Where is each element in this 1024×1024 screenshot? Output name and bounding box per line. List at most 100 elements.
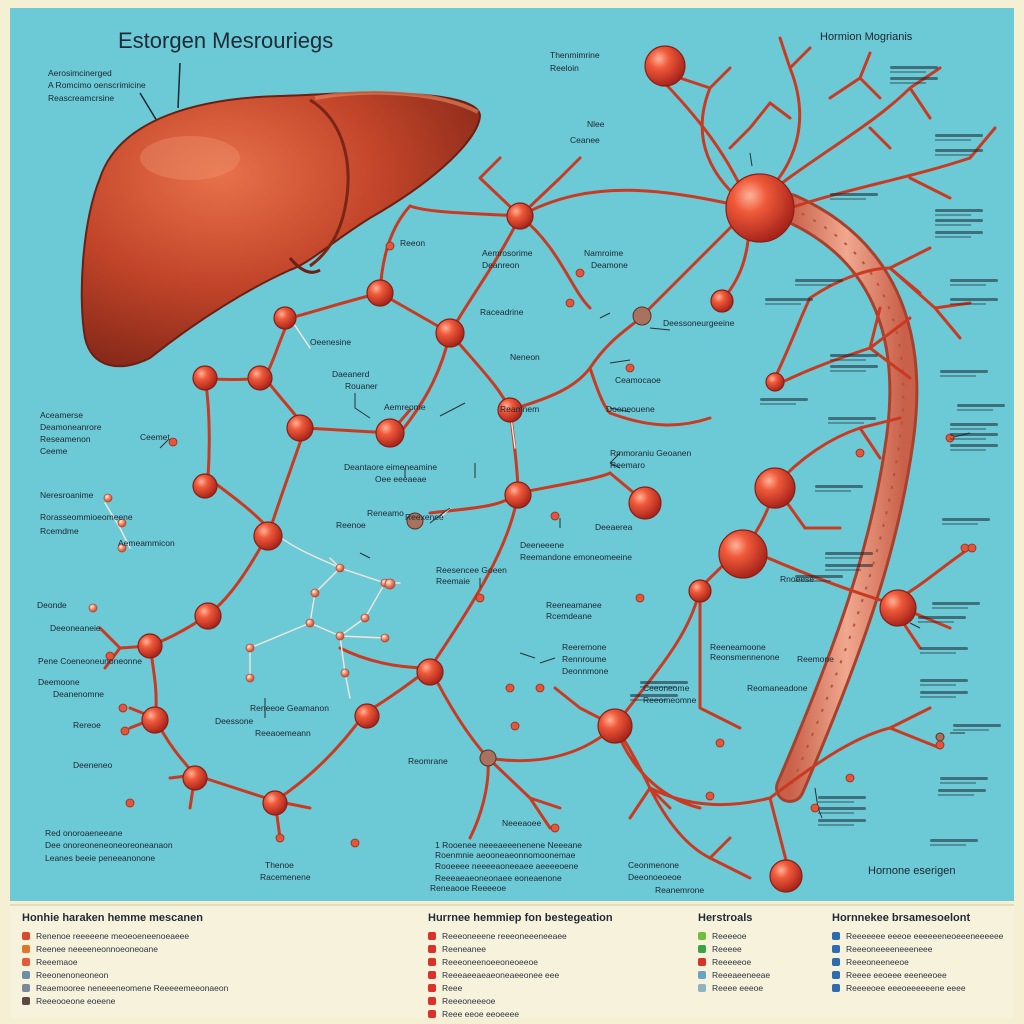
node-label: Dee onoreoneneoneoreoneanaon xyxy=(45,840,173,850)
node-label: Reonsmennenone xyxy=(710,652,780,662)
legend-swatch-icon xyxy=(832,931,840,940)
legend-item: Reeeoneenoeeoneoeeoe xyxy=(428,955,613,968)
legend-heading: Herstroals xyxy=(698,912,753,924)
illegible-label-mark xyxy=(818,812,854,814)
legend-item-label: Reeeoneeeoe xyxy=(442,995,496,1006)
node-label: Neresroanime xyxy=(40,490,94,500)
legend-item: Reee eeoe eeoeeee xyxy=(428,1007,613,1020)
node-label: Ceeme xyxy=(40,446,68,456)
node-label: Reeaoemeann xyxy=(255,728,311,738)
node-layer xyxy=(88,45,977,893)
vessel-node xyxy=(550,511,560,521)
node-label: Deeneneo xyxy=(73,760,113,770)
illegible-label-mark xyxy=(950,449,986,451)
vessel-node xyxy=(375,418,405,448)
vessel-node xyxy=(192,365,218,391)
vessel-node xyxy=(286,414,314,442)
node-label: Thenoe xyxy=(265,860,294,870)
illegible-label-mark xyxy=(765,298,813,301)
legend-item: Reeeeeoe xyxy=(698,955,770,968)
vessel-node xyxy=(380,633,390,643)
vessel-node xyxy=(769,859,803,893)
legend-item-label: Reeeee xyxy=(712,943,742,954)
illegible-label-mark xyxy=(935,209,983,212)
vessel-node xyxy=(247,365,273,391)
vessel-node xyxy=(416,658,444,686)
node-label: Rorasseommioeomeene xyxy=(40,512,133,522)
legend-item-label: Reeeoneeeeneeeneee xyxy=(846,943,933,954)
legend-item: Reeeoneeneeoe xyxy=(832,955,1003,968)
node-label: Deamone xyxy=(591,260,628,270)
node-label: Reesencee Goeen xyxy=(436,565,507,575)
vessel-node xyxy=(754,467,796,509)
node-label: Deanreon xyxy=(482,260,520,270)
node-label: Ceamocaoe xyxy=(615,375,661,385)
illegible-label-mark xyxy=(950,284,986,286)
vessel-node xyxy=(597,708,633,744)
vessel-node xyxy=(103,493,113,503)
illegible-label-mark xyxy=(950,303,986,305)
node-label: Leanes beeie peneeanonone xyxy=(45,853,155,863)
legend-item: Reeonenoneoneon xyxy=(22,968,228,981)
junction-node xyxy=(479,749,497,767)
legend-swatch-icon xyxy=(698,957,706,966)
node-label: Reomaneadone xyxy=(747,683,808,693)
legend-item-label: Reeeeeee eeeoe eeeeeeneoeeeneeeeee xyxy=(846,930,1004,941)
vessel-node xyxy=(262,790,288,816)
leader-lines xyxy=(159,152,971,819)
legend-swatch-icon xyxy=(698,931,706,940)
legend-item: Reeee eeeoe xyxy=(698,981,770,994)
vessel-node xyxy=(506,202,534,230)
legend-item-label: Renenoe reeeeene meoeoeneenoeaeee xyxy=(36,930,190,941)
vessel-node xyxy=(105,651,115,661)
vessel-node xyxy=(168,437,178,447)
node-label: Aemeammicon xyxy=(118,538,175,548)
vessel-node xyxy=(360,613,370,623)
node-label: Reseamenon xyxy=(40,434,91,444)
illegible-label-mark xyxy=(918,616,966,619)
illegible-label-mark xyxy=(930,839,978,842)
vessel-node xyxy=(635,593,645,603)
illegible-label-mark xyxy=(920,691,968,694)
node-label: Rennroume xyxy=(562,654,607,664)
illegible-label-mark xyxy=(830,365,878,368)
lattice-lines xyxy=(104,317,516,699)
vessel-node xyxy=(366,279,394,307)
node-label: Aerosimcinerged xyxy=(48,68,112,78)
legend-item-label: Reeee eeoeee eeeneeoee xyxy=(846,969,947,980)
junction-node xyxy=(632,306,652,326)
node-label: 1 Rooenee neeeaeeenenene Neeeane xyxy=(435,840,582,850)
illegible-label-mark xyxy=(920,679,968,682)
legend-swatch-icon xyxy=(428,957,436,966)
node-label: Ceanee xyxy=(570,135,600,145)
node-label: Neeeaoee xyxy=(502,818,542,828)
legend-item: Reeemaoe xyxy=(22,955,228,968)
illegible-label-mark xyxy=(935,214,971,216)
node-label: Reeneamanee xyxy=(546,600,602,610)
illegible-label-mark xyxy=(795,279,843,282)
legend-item: Reeeeeee eeeoe eeeeeeneoeeeneeeeee xyxy=(832,929,1003,942)
vessel-node xyxy=(550,823,560,833)
legend-item-label: Reeeoneeene reeeoneeeneeaee xyxy=(442,930,567,941)
legend-item-label: Reeeeoe xyxy=(712,930,747,941)
illegible-label-mark xyxy=(957,409,993,411)
vessel-node xyxy=(628,486,662,520)
legend-swatch-icon xyxy=(22,983,30,992)
illegible-label-mark xyxy=(950,279,998,282)
legend-swatch-icon xyxy=(22,970,30,979)
legend-item-label: Reeee eeeoe xyxy=(712,982,764,993)
vessel-node xyxy=(497,397,523,423)
node-label: Racemenene xyxy=(260,872,311,882)
node-label: Rcemdme xyxy=(40,526,79,536)
illegible-label-mark xyxy=(920,684,956,686)
illegible-label-mark xyxy=(830,370,866,372)
legend-item: Reeeeoe xyxy=(698,929,770,942)
node-label: Aemreome xyxy=(384,402,426,412)
illegible-label-mark xyxy=(950,433,998,436)
node-label: Neneon xyxy=(510,352,540,362)
vessel-node xyxy=(354,703,380,729)
legend-item-label: Reeeooeone eoeene xyxy=(36,995,116,1006)
